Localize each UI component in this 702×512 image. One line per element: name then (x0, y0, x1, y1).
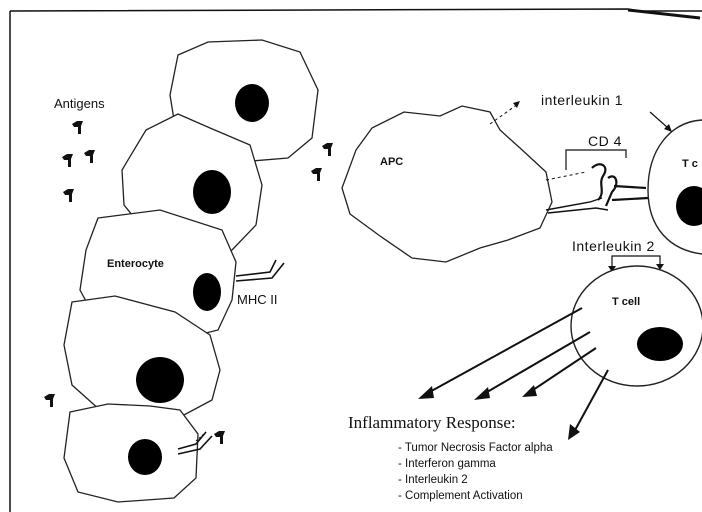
dashed-connector (546, 172, 586, 180)
cd4-bracket (566, 150, 626, 170)
nucleus-4 (136, 357, 184, 403)
interleukin2-label: Interleukin 2 (572, 238, 655, 254)
apc-label: APC (380, 156, 403, 168)
antigen-glyph (311, 168, 322, 181)
tcr-receptor (592, 164, 648, 206)
interleukin1-label: interleukin 1 (541, 92, 623, 108)
nucleus-1 (235, 84, 269, 122)
t-cell-label: T cell (612, 296, 640, 308)
interleukin1-arrowhead (513, 101, 520, 108)
response-item: Tumor Necrosis Factor alpha (398, 440, 553, 456)
t-cell-top-label: T c (682, 158, 698, 170)
mhc-ii-label: MHC II (237, 292, 277, 307)
response-arrow-3 (530, 348, 596, 392)
nucleus-3 (193, 273, 221, 311)
mhc-receptor (236, 260, 284, 281)
nucleus-5 (128, 439, 162, 475)
response-arrow-4 (574, 370, 608, 432)
inflammatory-response-list: Tumor Necrosis Factor alpha Interferon g… (398, 440, 553, 504)
t-cell-lower (571, 266, 702, 386)
nucleus-2 (193, 170, 231, 214)
antigen-glyph (322, 143, 333, 156)
enterocyte-label: Enterocyte (107, 258, 164, 270)
antigen-glyph (84, 150, 95, 163)
t-cell-lower-nucleus (637, 327, 683, 361)
apc-cell (342, 106, 552, 262)
response-item: Interleukin 2 (398, 472, 553, 488)
antigen-glyph (72, 121, 83, 134)
interleukin1-to-tcell (650, 112, 668, 128)
inflammatory-response-title: Inflammatory Response: (348, 413, 516, 433)
antigen-glyph (44, 394, 55, 407)
antigen-glyph (63, 189, 74, 202)
response-item: Complement Activation (398, 488, 553, 504)
antigen-glyph (214, 431, 225, 444)
response-item: Interferon gamma (398, 456, 553, 472)
antigens-label: Antigens (54, 96, 105, 111)
cd4-label: CD 4 (588, 133, 622, 149)
antigen-glyph (62, 154, 73, 167)
